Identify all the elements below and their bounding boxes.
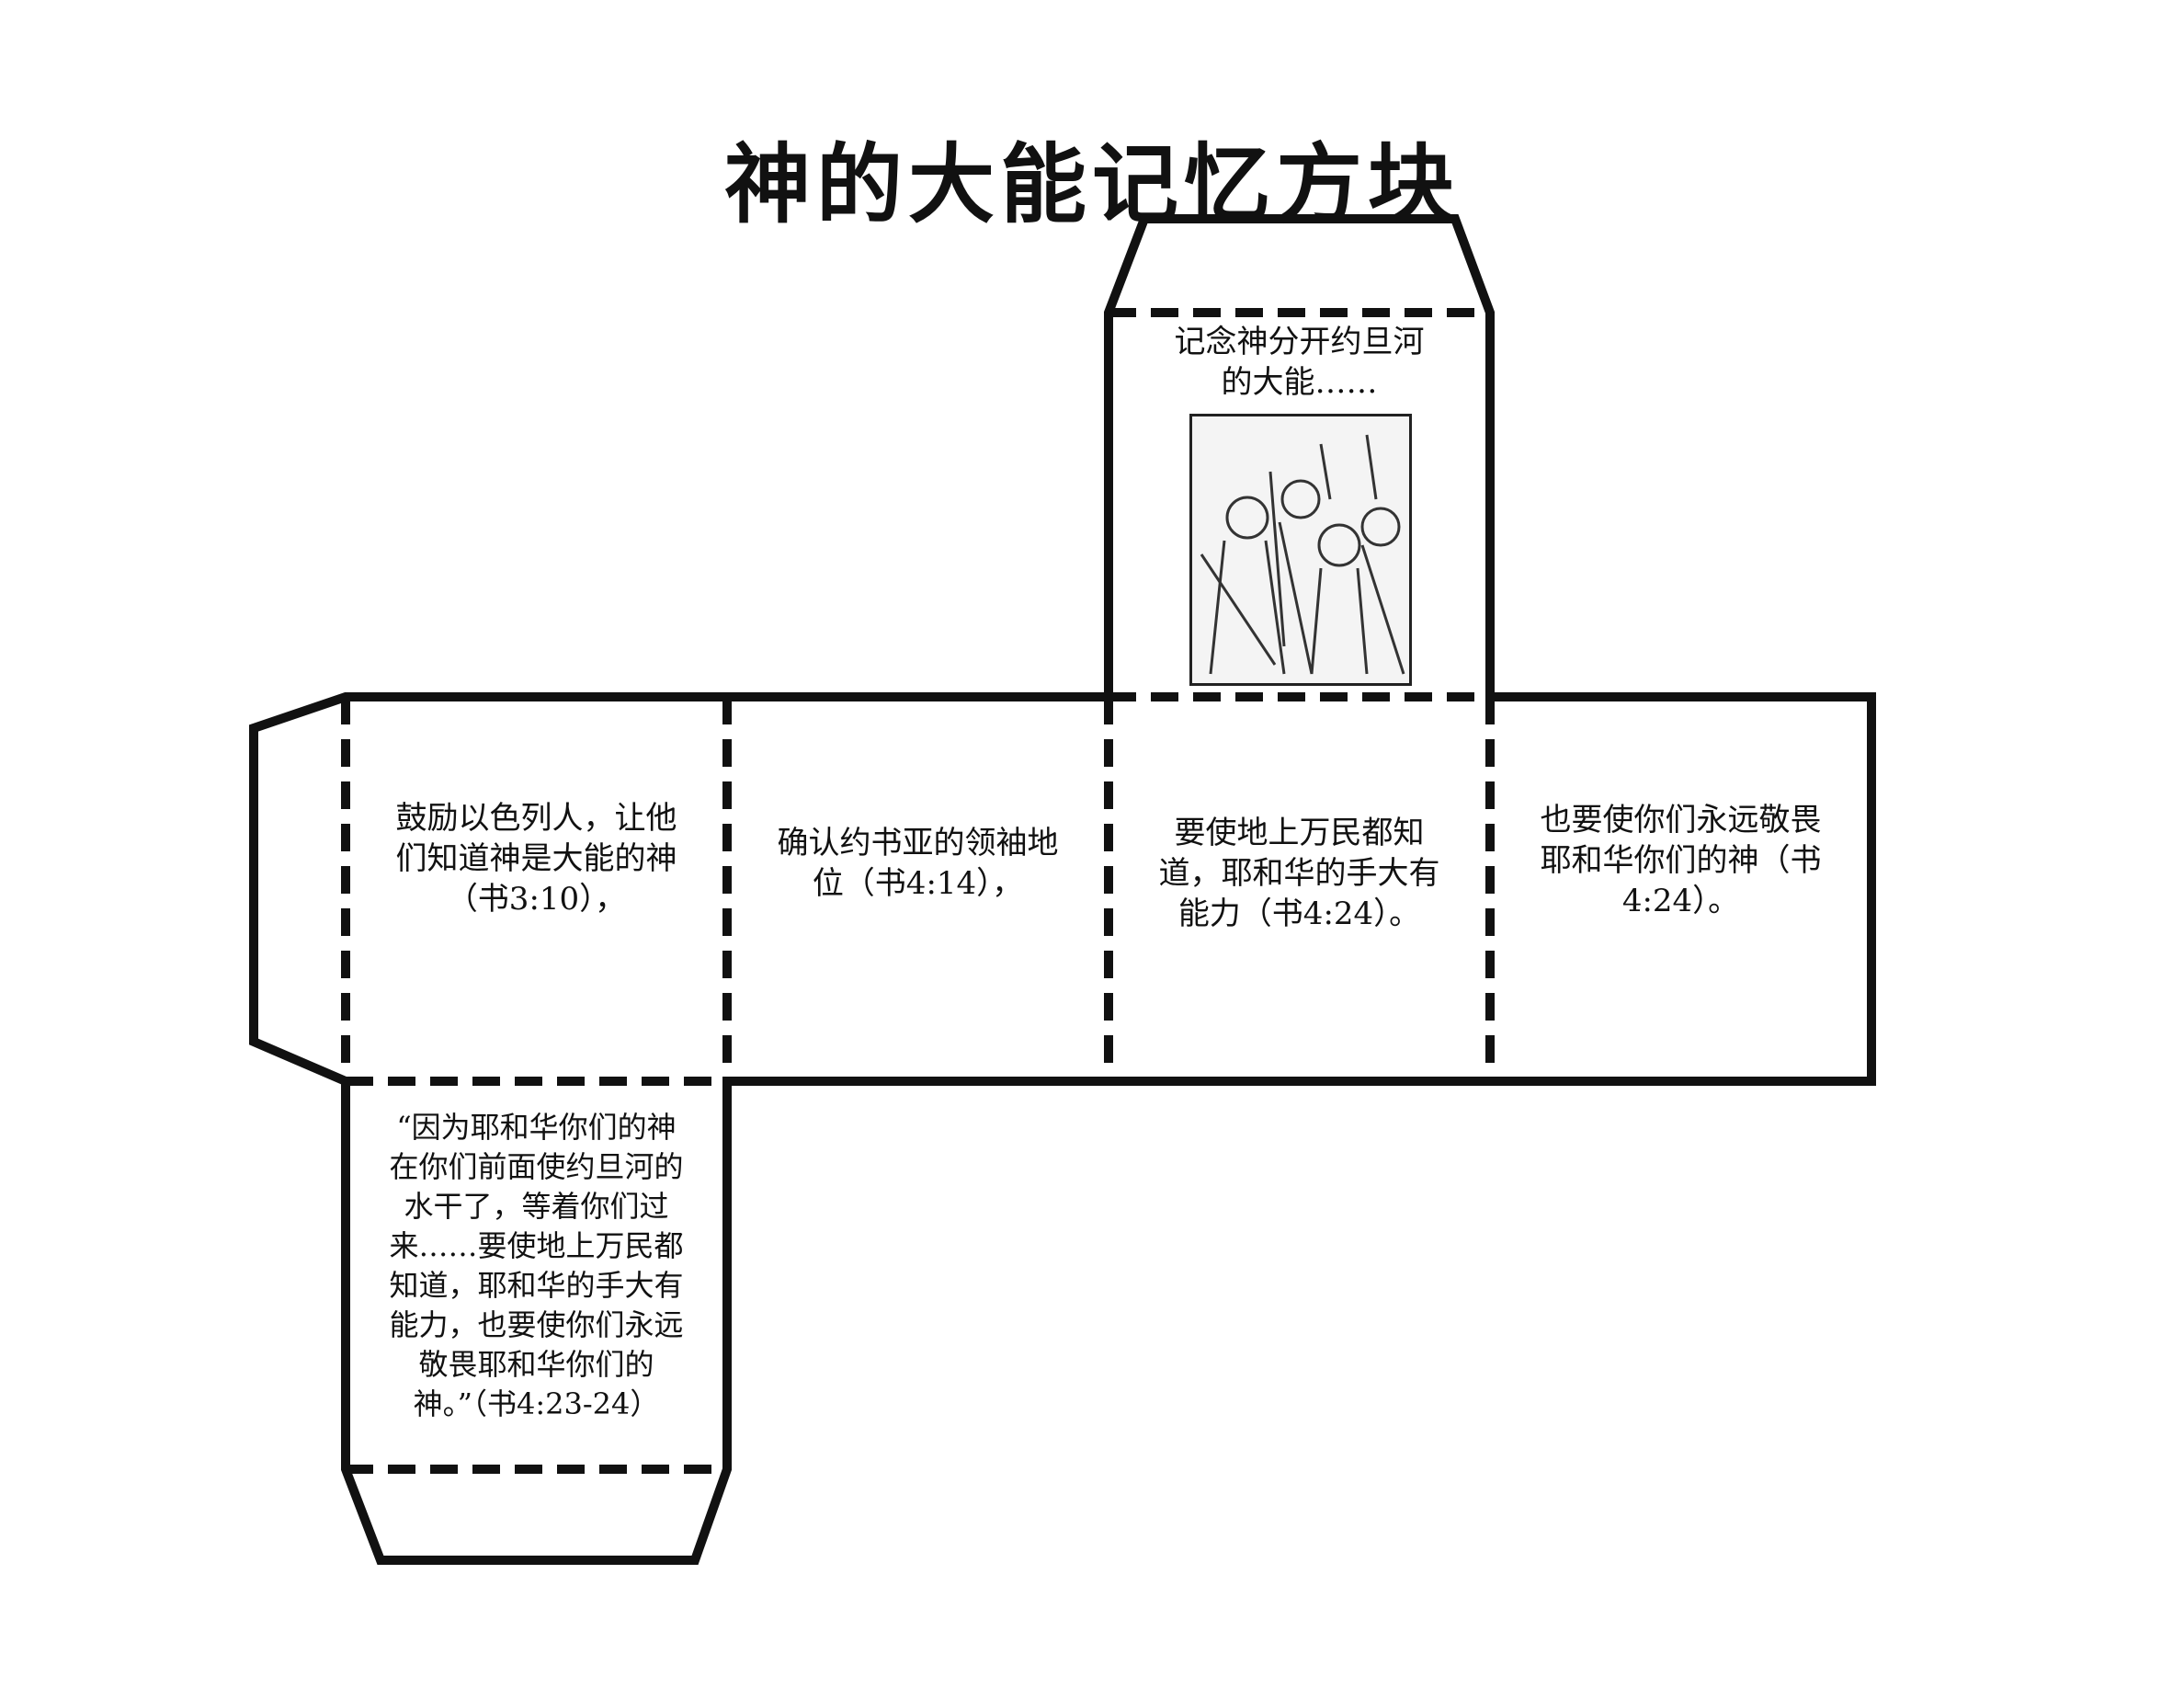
text-line: 来……要使地上万民都 [389, 1228, 684, 1263]
face-left-text: 鼓励以色列人，让他 们知道神是大能的神 （书3:10）， [355, 798, 718, 919]
face-top-text: 记念神分开约旦河 的大能…… [1118, 322, 1481, 403]
text-line: 神。”（书4:23-24） [413, 1386, 660, 1421]
crossing-jordan-illustration [1189, 414, 1412, 686]
cube-outline [249, 214, 1876, 1565]
face-right-text: 也要使你们永远敬畏 耶和华你们的神（书 4:24）。 [1499, 800, 1862, 921]
text-line: 的大能…… [1221, 364, 1378, 401]
text-line: 记念神分开约旦河 [1174, 324, 1425, 360]
text-line: “因为耶和华你们的神 [396, 1110, 677, 1145]
face-center-text: 要使地上万民都知 道，耶和华的手大有 能力（书4:24）。 [1118, 813, 1481, 934]
text-line: 们知道神是大能的神 [395, 840, 677, 877]
fold-lines [341, 308, 1495, 1474]
text-line: 能力，也要使你们永远 [389, 1307, 684, 1342]
text-line: 确认约书亚的领袖地 [777, 825, 1059, 861]
text-line: 鼓励以色列人，让他 [395, 800, 677, 837]
text-line: （书3:10）， [446, 881, 627, 918]
text-line: 也要使你们永远敬畏 [1540, 802, 1822, 838]
illustration-sketch [1200, 434, 1405, 675]
text-line: 知道，耶和华的手大有 [389, 1268, 684, 1303]
face-center-left-text: 确认约书亚的领袖地 位（书4:14）， [736, 823, 1099, 904]
text-line: 4:24）。 [1621, 883, 1740, 919]
text-line: 要使地上万民都知 [1174, 815, 1425, 851]
face-bottom-text: “因为耶和华你们的神 在你们前面使约旦河的 水干了，等着你们过 来……要使地上万… [355, 1108, 718, 1424]
text-line: 耶和华你们的神（书 [1540, 842, 1822, 879]
text-line: 道，耶和华的手大有 [1158, 855, 1440, 892]
text-line: 水干了，等着你们过 [404, 1189, 669, 1224]
text-line: 能力（书4:24）。 [1177, 895, 1421, 932]
text-line: 在你们前面使约旦河的 [389, 1149, 684, 1184]
text-line: 位（书4:14）， [812, 865, 1024, 902]
text-line: 敬畏耶和华你们的 [418, 1347, 654, 1382]
